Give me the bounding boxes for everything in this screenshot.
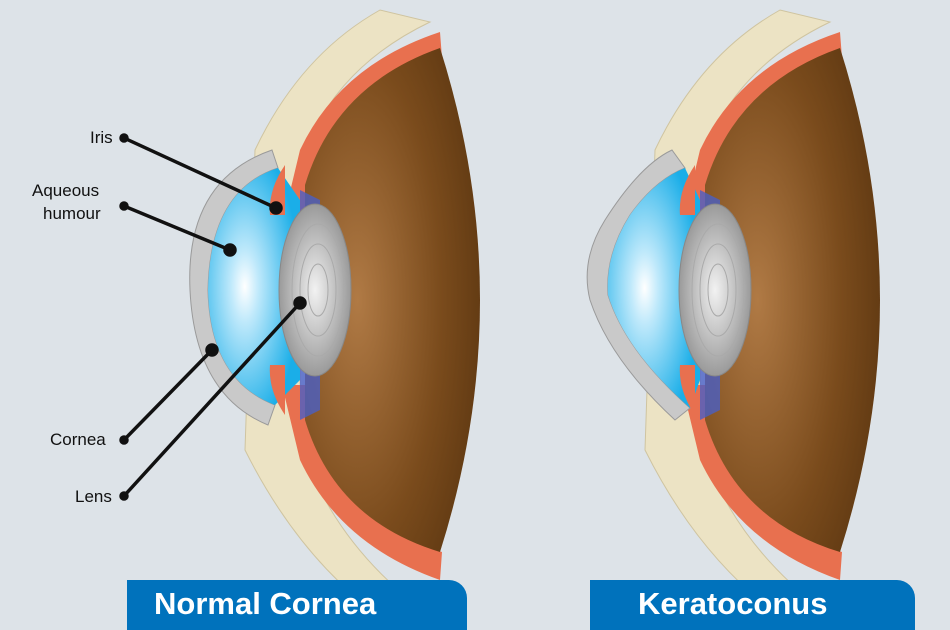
- label-iris: Iris: [90, 128, 113, 147]
- aqueous-leader: [123, 204, 231, 252]
- normal-eye: [189, 9, 481, 621]
- banner-keratoconus: Keratoconus: [590, 580, 915, 630]
- aqueous-humour-keratoconus: [607, 168, 700, 408]
- iris-keratoconus: [679, 165, 695, 415]
- iris-leader: [123, 136, 277, 210]
- label-cornea: Cornea: [50, 430, 106, 449]
- iris-normal: [269, 165, 285, 415]
- banner-normal-text: Normal Cornea: [154, 586, 377, 621]
- label-aqueous-line1: Aqueous: [32, 181, 100, 200]
- label-aqueous-line2: humour: [43, 204, 101, 223]
- keratoconus-eye: [586, 9, 881, 621]
- banner-normal-cornea: Normal Cornea: [127, 580, 467, 630]
- cornea-leader: [122, 348, 214, 442]
- aqueous-humour-normal: [208, 168, 300, 405]
- banner-keratoconus-text: Keratoconus: [638, 586, 828, 621]
- label-lens: Lens: [75, 487, 112, 506]
- lens-leader: [122, 301, 302, 498]
